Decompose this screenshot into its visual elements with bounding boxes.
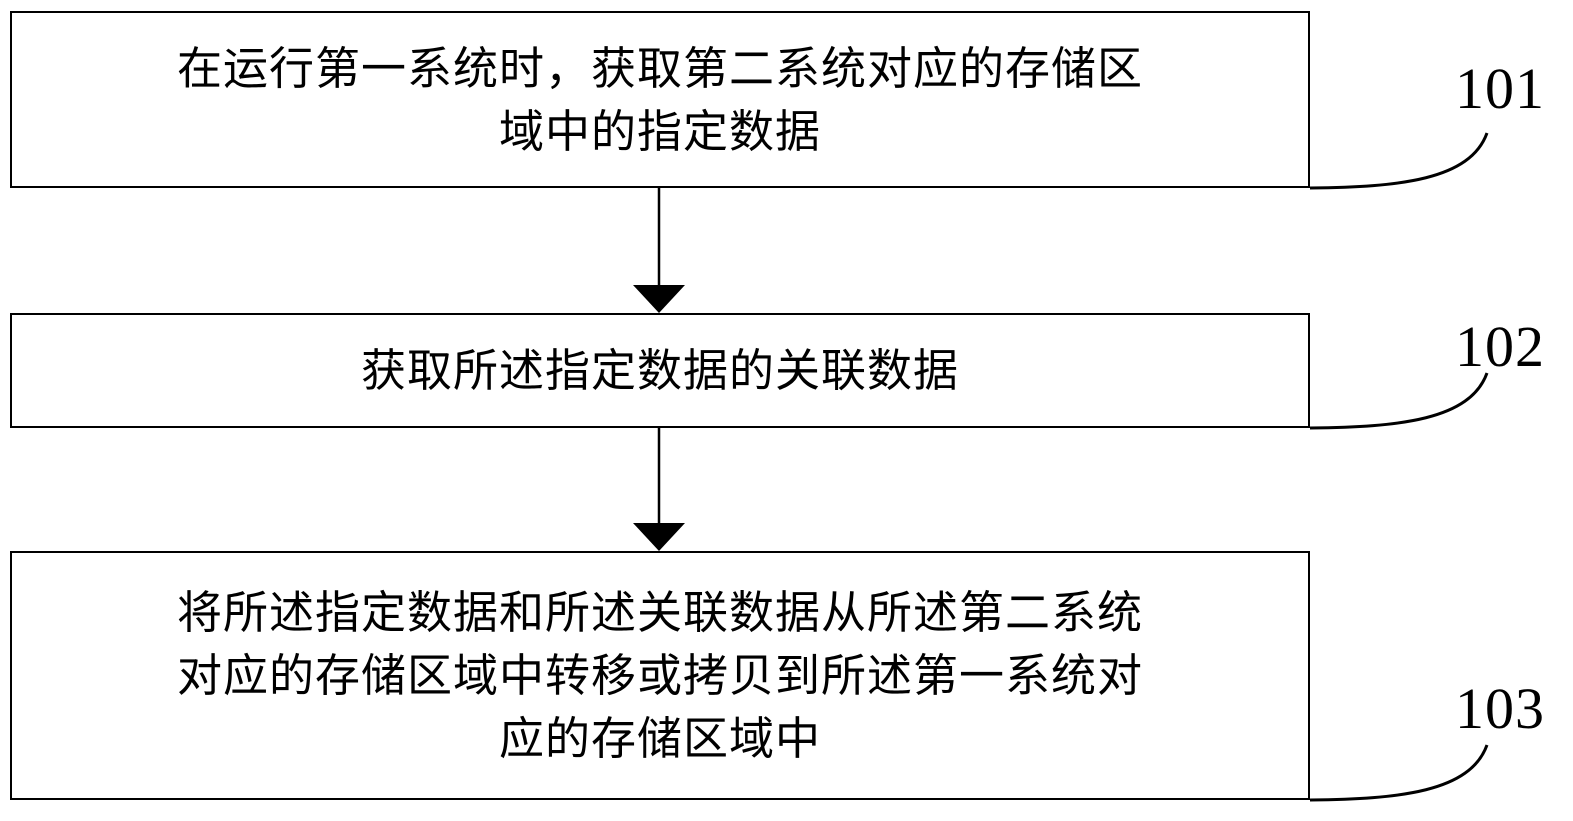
leader-curve-101: [1309, 132, 1489, 190]
flow-step-box-102: 获取所述指定数据的关联数据: [10, 313, 1310, 428]
flow-step-box-103: 将所述指定数据和所述关联数据从所述第二系统 对应的存储区域中转移或拷贝到所述第一…: [10, 551, 1310, 800]
step-number-102: 102: [1455, 314, 1545, 379]
arrow-101-to-102: [633, 188, 685, 313]
flow-step-box-101: 在运行第一系统时，获取第二系统对应的存储区 域中的指定数据: [10, 11, 1310, 188]
leader-curve-103: [1309, 744, 1489, 802]
flow-step-text-103: 将所述指定数据和所述关联数据从所述第二系统 对应的存储区域中转移或拷贝到所述第一…: [176, 586, 1143, 765]
step-number-103: 103: [1455, 676, 1545, 741]
flow-step-text-101: 在运行第一系统时，获取第二系统对应的存储区 域中的指定数据: [176, 41, 1143, 158]
flow-step-text-102: 获取所述指定数据的关联数据: [360, 344, 959, 397]
arrow-102-to-103: [633, 428, 685, 551]
step-number-101: 101: [1455, 56, 1545, 121]
leader-curve-102: [1309, 372, 1489, 430]
